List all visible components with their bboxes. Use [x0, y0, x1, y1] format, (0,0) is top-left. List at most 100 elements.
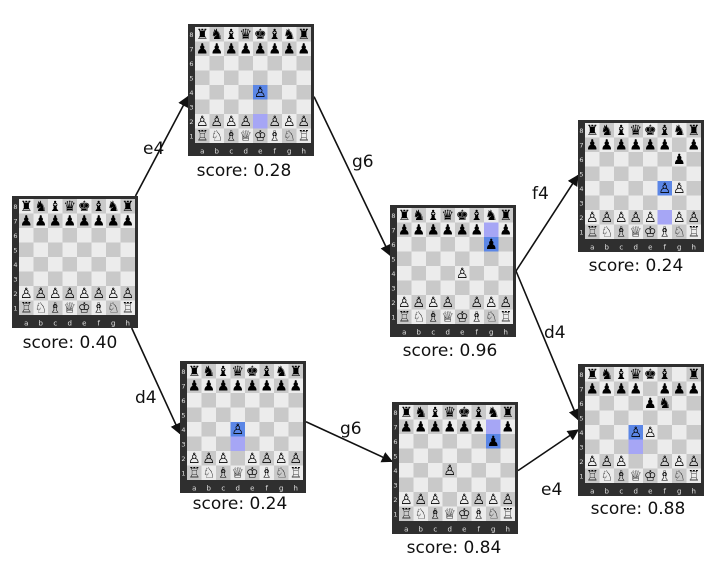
- edge-label-d4: d4: [135, 388, 157, 408]
- piece-g8: ♞: [485, 208, 498, 224]
- piece-a1: ♖: [400, 507, 413, 523]
- square-a6: [399, 434, 414, 449]
- piece-a2: ♙: [398, 295, 411, 311]
- file-label: b: [605, 244, 610, 252]
- rank-label: 5: [181, 411, 185, 419]
- square-h6: [498, 237, 513, 252]
- square-c2: [428, 492, 443, 507]
- square-f7: [657, 137, 672, 152]
- square-h5: [686, 410, 701, 425]
- piece-b7: ♟: [412, 223, 425, 239]
- square-e2: [245, 451, 260, 466]
- rank-label: 3: [393, 481, 397, 489]
- square-h8: [120, 199, 135, 214]
- square-d8: [628, 123, 643, 138]
- piece-e7: ♟: [254, 42, 267, 58]
- square-g1: [106, 300, 121, 315]
- square-b7: [599, 381, 614, 396]
- square-b5: [209, 70, 224, 85]
- rank-label: 4: [393, 467, 397, 475]
- piece-d2: ♙: [441, 295, 454, 311]
- square-a2: [195, 114, 210, 129]
- square-a1: [195, 128, 210, 143]
- square-a2: [585, 454, 600, 469]
- square-b5: [599, 410, 614, 425]
- square-h5: [288, 407, 303, 422]
- square-a8: [397, 208, 412, 223]
- square-e7: [643, 137, 658, 152]
- square-b1: [411, 309, 426, 324]
- piece-g2: ♙: [283, 114, 296, 130]
- square-e6: [245, 393, 260, 408]
- square-f3: [469, 280, 484, 295]
- piece-e1: ♔: [78, 301, 91, 317]
- piece-c7: ♟: [429, 420, 442, 436]
- piece-h7: ♟: [121, 214, 134, 230]
- piece-a1: ♖: [586, 469, 599, 485]
- piece-a8: ♜: [400, 405, 413, 421]
- square-d3: [628, 439, 643, 454]
- piece-h1: ♖: [289, 466, 302, 482]
- piece-h1: ♖: [687, 225, 700, 241]
- piece-b1: ♘: [210, 129, 223, 145]
- file-label: g: [111, 320, 115, 328]
- square-a6: [585, 152, 600, 167]
- square-d2: [628, 210, 643, 225]
- square-h7: [686, 381, 701, 396]
- rank-label: 7: [579, 141, 583, 149]
- square-h1: [498, 309, 513, 324]
- file-label: f: [664, 244, 667, 252]
- square-d6: [628, 152, 643, 167]
- piece-f8: ♝: [472, 405, 485, 421]
- piece-e2: ♙: [458, 492, 471, 508]
- square-e5: [643, 410, 658, 425]
- square-b1: [209, 128, 224, 143]
- edge-label-e4: e4: [143, 139, 165, 159]
- piece-e7: ♟: [458, 420, 471, 436]
- square-h1: [296, 128, 311, 143]
- file-label: h: [126, 320, 130, 328]
- rank-label: 6: [579, 400, 583, 408]
- rank-label: 5: [391, 255, 395, 263]
- square-f2: [91, 286, 106, 301]
- square-a6: [397, 237, 412, 252]
- piece-b2: ♙: [34, 286, 47, 302]
- file-label: e: [460, 329, 464, 337]
- piece-h8: ♜: [687, 367, 700, 383]
- square-h8: [296, 27, 311, 42]
- edge-d4-to-d4g6: [305, 420, 394, 463]
- square-h6: [500, 434, 515, 449]
- square-f6: [657, 396, 672, 411]
- piece-b2: ♙: [600, 210, 613, 226]
- square-f1: [657, 468, 672, 483]
- square-b2: [413, 492, 428, 507]
- piece-g1: ♘: [673, 225, 686, 241]
- rank-label: 7: [13, 217, 17, 225]
- piece-g6: ♟: [487, 434, 500, 450]
- square-a2: [19, 286, 34, 301]
- edge-start-to-d4: [130, 327, 181, 435]
- piece-g7: ♟: [275, 379, 288, 395]
- rank-label: 8: [189, 31, 193, 39]
- square-e7: [77, 213, 92, 228]
- square-c1: [428, 506, 443, 521]
- piece-a1: ♖: [188, 466, 201, 482]
- file-label: e: [462, 526, 466, 534]
- file-label: h: [504, 329, 508, 337]
- piece-d7: ♟: [443, 420, 456, 436]
- rank-label: 5: [393, 452, 397, 460]
- square-e5: [457, 448, 472, 463]
- piece-f1: ♗: [92, 301, 105, 317]
- piece-d8: ♛: [63, 199, 76, 215]
- piece-d8: ♛: [629, 123, 642, 139]
- rank-label: 2: [189, 118, 193, 126]
- square-c8: [426, 208, 441, 223]
- piece-f2: ♙: [92, 286, 105, 302]
- piece-h1: ♖: [687, 469, 700, 485]
- square-e1: [77, 300, 92, 315]
- piece-a2: ♙: [586, 210, 599, 226]
- square-d4: [628, 181, 643, 196]
- piece-a2: ♙: [20, 286, 33, 302]
- piece-f1: ♗: [470, 310, 483, 326]
